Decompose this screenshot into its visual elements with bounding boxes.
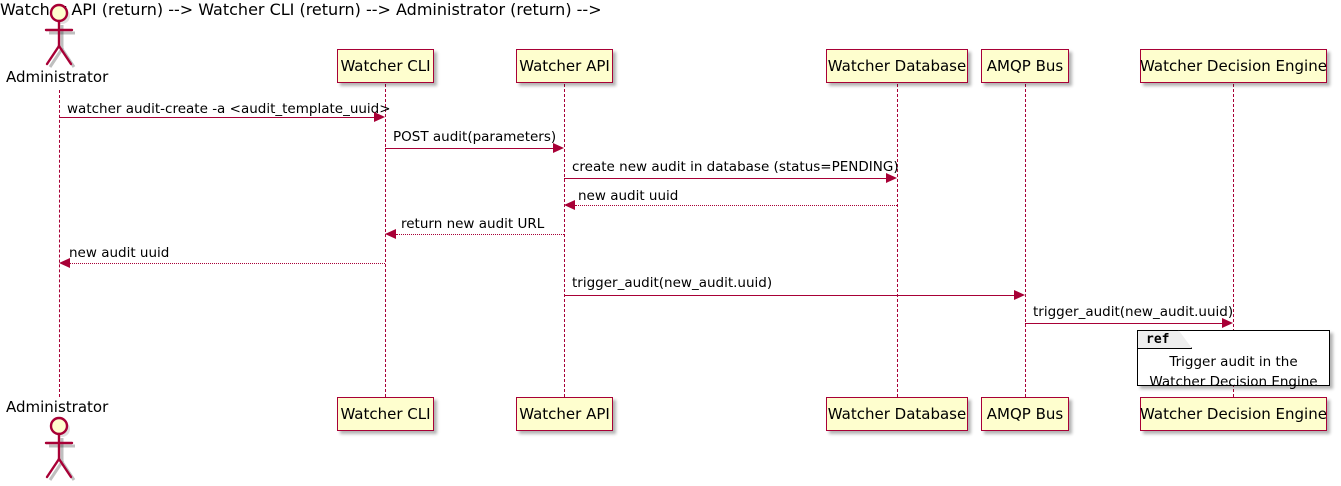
message-arrowhead-7 [1014, 290, 1025, 300]
lifeline-watcher-cli [385, 84, 386, 397]
lifeline-decision-engine [1233, 84, 1234, 397]
message-line-1 [59, 117, 374, 118]
message-arrowhead-8 [1222, 318, 1233, 328]
participant-amqp-bus-bottom[interactable]: AMQP Bus [981, 397, 1069, 431]
participant-label: AMQP Bus [986, 404, 1064, 423]
message-line-3 [564, 178, 886, 179]
message-label-1: watcher audit-create -a <audit_template_… [67, 101, 391, 117]
lifeline-amqp-bus [1025, 84, 1026, 397]
message-arrowhead-5 [385, 229, 396, 239]
participant-label: Watcher API [519, 404, 610, 423]
participant-watcher-api-bottom[interactable]: Watcher API [516, 397, 613, 431]
lifeline-watcher-api [564, 84, 565, 397]
participant-decision-engine-top[interactable]: Watcher Decision Engine [1140, 49, 1327, 83]
message-label-5: return new audit URL [401, 216, 545, 232]
participant-decision-engine-bottom[interactable]: Watcher Decision Engine [1140, 397, 1327, 431]
ref-fragment[interactable]: ref Trigger audit in the Watcher Decisio… [1137, 330, 1330, 390]
participant-amqp-bus-top[interactable]: AMQP Bus [981, 49, 1069, 83]
participant-label: Watcher CLI [340, 404, 431, 423]
message-label-8: trigger_audit(new_audit.uuid) [1033, 304, 1234, 320]
ref-fragment-line-1: Trigger audit in the [1169, 354, 1298, 370]
message-line-7 [564, 295, 1014, 296]
lifeline-administrator [59, 90, 60, 397]
message-label-4: new audit uuid [578, 188, 679, 204]
participant-watcher-db-bottom[interactable]: Watcher Database [826, 397, 968, 431]
participant-label: Watcher Database [827, 56, 967, 75]
ref-fragment-tab-label: ref [1146, 332, 1170, 347]
ref-fragment-tab: ref [1137, 330, 1192, 349]
ref-fragment-line-2: Watcher Decision Engine [1149, 373, 1318, 390]
actor-stick-figure-icon [44, 416, 76, 481]
actor-administrator-top [37, 2, 83, 70]
participant-watcher-api-top[interactable]: Watcher API [516, 49, 613, 83]
message-label-2: POST audit(parameters) [393, 129, 557, 145]
message-arrowhead-4 [564, 200, 575, 210]
message-arrowhead-6 [59, 258, 70, 268]
actor-administrator-bottom [37, 415, 83, 483]
message-arrowhead-1 [374, 112, 385, 122]
participant-watcher-cli-top[interactable]: Watcher CLI [337, 49, 434, 83]
participant-watcher-db-top[interactable]: Watcher Database [826, 49, 968, 83]
message-line-6 [70, 263, 385, 264]
message-label-6: new audit uuid [69, 245, 170, 261]
participant-label: Watcher Decision Engine [1140, 404, 1327, 423]
participant-label: AMQP Bus [986, 56, 1064, 75]
message-line-5 [396, 234, 564, 235]
participant-watcher-cli-bottom[interactable]: Watcher CLI [337, 397, 434, 431]
participant-label: Watcher Database [827, 404, 967, 423]
participant-label: Watcher CLI [340, 56, 431, 75]
actor-stick-figure-icon [44, 3, 76, 68]
actor-label-administrator-bottom: Administrator [6, 398, 109, 416]
participant-label: Watcher Decision Engine [1140, 56, 1327, 75]
message-arrowhead-2 [553, 143, 564, 153]
message-line-2 [385, 148, 553, 149]
message-line-8 [1025, 323, 1222, 324]
message-line-4 [575, 205, 897, 206]
lifeline-watcher-db [897, 84, 898, 397]
ref-fragment-body: Trigger audit in the Watcher Decision En… [1138, 353, 1329, 392]
message-label-7: trigger_audit(new_audit.uuid) [572, 275, 773, 291]
message-label-3: create new audit in database (status=PEN… [572, 159, 899, 175]
participant-label: Watcher API [519, 56, 610, 75]
actor-label-administrator-top: Administrator [6, 68, 109, 86]
message-arrowhead-3 [886, 173, 897, 183]
